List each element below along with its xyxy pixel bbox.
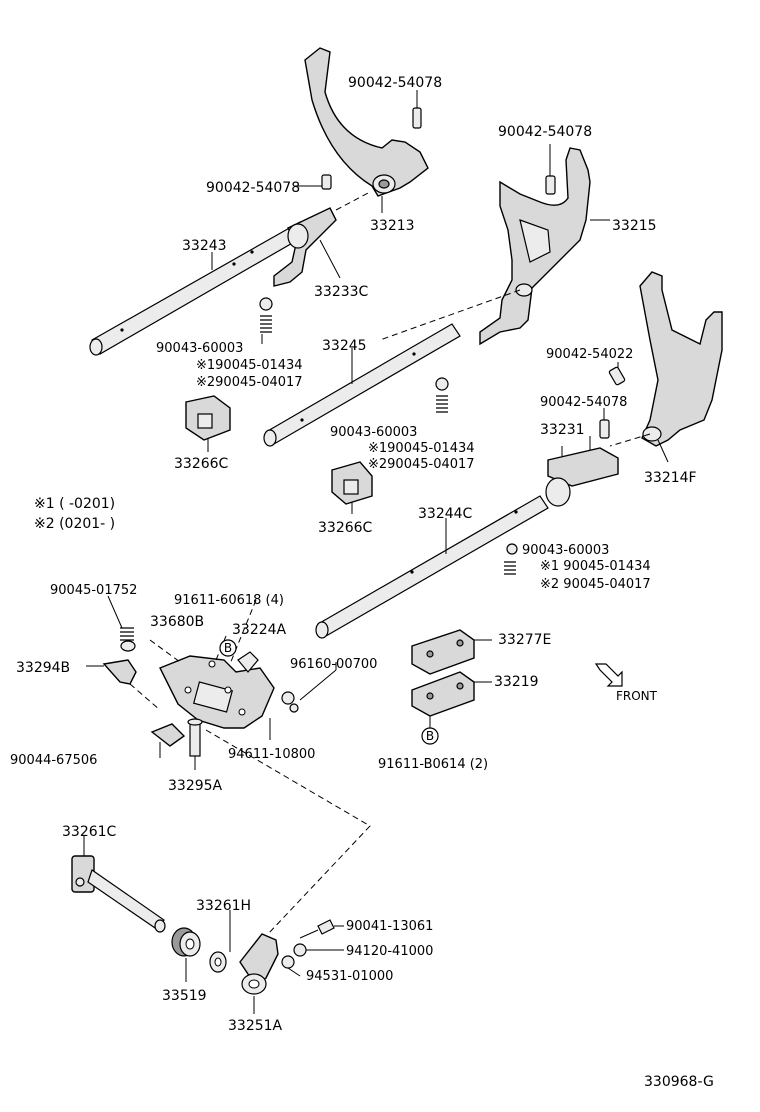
- b-marker-a-text: B: [224, 641, 232, 655]
- label-33243: 33243: [182, 238, 227, 254]
- b-marker-b: B: [421, 727, 439, 745]
- shift-shaft-33245: [263, 323, 461, 447]
- label-94531-01000: 94531-01000: [306, 969, 393, 984]
- label-90042-54078-b: 90042-54078: [498, 124, 592, 140]
- label-90045-04017-b: ※290045-04017: [368, 457, 475, 472]
- footer-code: 330968-G: [644, 1074, 714, 1090]
- lever-33294b: [86, 627, 161, 711]
- shift-head-33231: [545, 436, 619, 507]
- bolt-90041-13061: [299, 919, 344, 939]
- label-90043-60003-c: 90043-60003: [522, 543, 609, 558]
- front-arrow-icon: [594, 663, 623, 687]
- washer-94120-41000: [293, 943, 344, 957]
- label-90044-67506: 90044-67506: [10, 753, 97, 768]
- label-33261h: 33261H: [196, 898, 251, 914]
- b-marker-a: B: [219, 639, 237, 657]
- ball-spring-a: [259, 297, 273, 333]
- pin-90042-54078-a: [412, 90, 422, 129]
- label-90045-04017-a: ※290045-04017: [196, 375, 303, 390]
- lever-33251a: [239, 933, 279, 1014]
- bolt-33295a: [187, 718, 203, 770]
- label-90045-04017-c: ※2 90045-04017: [540, 577, 651, 592]
- label-33266c-b: 33266C: [318, 520, 373, 536]
- shift-rod-33261c: [71, 836, 166, 933]
- label-33251a: 33251A: [228, 1018, 283, 1034]
- plate-33219: [411, 671, 492, 728]
- pin-90042-54078-b: [321, 174, 332, 190]
- label-33245: 33245: [322, 338, 367, 354]
- label-33680b: 33680B: [150, 614, 204, 630]
- shift-housing-33680b: [149, 599, 275, 729]
- label-90045-01434-b: ※190045-01434: [368, 441, 475, 456]
- interlock-33266c-b: [331, 461, 373, 514]
- plate-33277e: [411, 629, 492, 675]
- label-90041-13061: 90041-13061: [346, 919, 433, 934]
- label-front: FRONT: [616, 689, 658, 703]
- label-33266c-a: 33266C: [174, 456, 229, 472]
- interlock-33266c-a: [185, 395, 231, 452]
- nut-94531-01000: [281, 955, 301, 977]
- label-90045-01752: 90045-01752: [50, 583, 137, 598]
- label-90042-54078-a: 90042-54078: [348, 75, 442, 91]
- shift-head-33233c: [273, 191, 371, 287]
- label-91611-60618: 91611-60618 (4): [174, 593, 284, 608]
- label-33231: 33231: [540, 422, 585, 438]
- label-33277e: 33277E: [498, 632, 551, 648]
- label-90043-60003-b: 90043-60003: [330, 425, 417, 440]
- label-33214f: 33214F: [644, 470, 697, 486]
- label-94611-10800: 94611-10800: [228, 747, 315, 762]
- pin-90042-54022: [608, 362, 626, 386]
- ball-spring-b: [435, 377, 449, 413]
- label-33244c: 33244C: [418, 506, 473, 522]
- pin-90042-54078-d: [599, 408, 610, 439]
- label-33224a: 33224A: [232, 622, 287, 638]
- link-dashed-line: [205, 729, 371, 935]
- bushing-33519: [171, 927, 201, 982]
- label-90042-54078-c: 90042-54078: [206, 180, 300, 196]
- label-33233c: 33233C: [314, 284, 369, 300]
- bracket-90044-67506: [150, 723, 186, 758]
- label-33215: 33215: [612, 218, 657, 234]
- label-33294b: 33294B: [16, 660, 70, 676]
- label-94120-41000: 94120-41000: [346, 944, 433, 959]
- label-90042-54022: 90042-54022: [546, 347, 633, 362]
- shift-fork-33215: [379, 144, 610, 346]
- shift-shaft-33244c: [315, 495, 549, 639]
- bushing-33261h: [209, 910, 231, 973]
- washer-94611-10800: [269, 662, 337, 740]
- note-2: ※2 (0201- ): [34, 516, 115, 532]
- label-90045-01434-c: ※1 90045-01434: [540, 559, 651, 574]
- label-33261c: 33261C: [62, 824, 117, 840]
- note-1: ※1 ( -0201): [34, 496, 115, 512]
- label-33213: 33213: [370, 218, 415, 234]
- shift-fork-33213: [304, 47, 429, 213]
- label-33219: 33219: [494, 674, 539, 690]
- shift-fork-33214f: [609, 271, 723, 463]
- label-90043-60003-a: 90043-60003: [156, 341, 243, 356]
- label-33519: 33519: [162, 988, 207, 1004]
- label-90045-01434-a: ※190045-01434: [196, 358, 303, 373]
- ball-spring-c: [504, 543, 518, 575]
- label-90042-54078-d: 90042-54078: [540, 395, 627, 410]
- label-33295a: 33295A: [168, 778, 223, 794]
- label-96160-00700: 96160-00700: [290, 657, 377, 672]
- b-marker-b-text: B: [426, 729, 434, 743]
- label-91611-b0614: 91611-B0614 (2): [378, 757, 488, 772]
